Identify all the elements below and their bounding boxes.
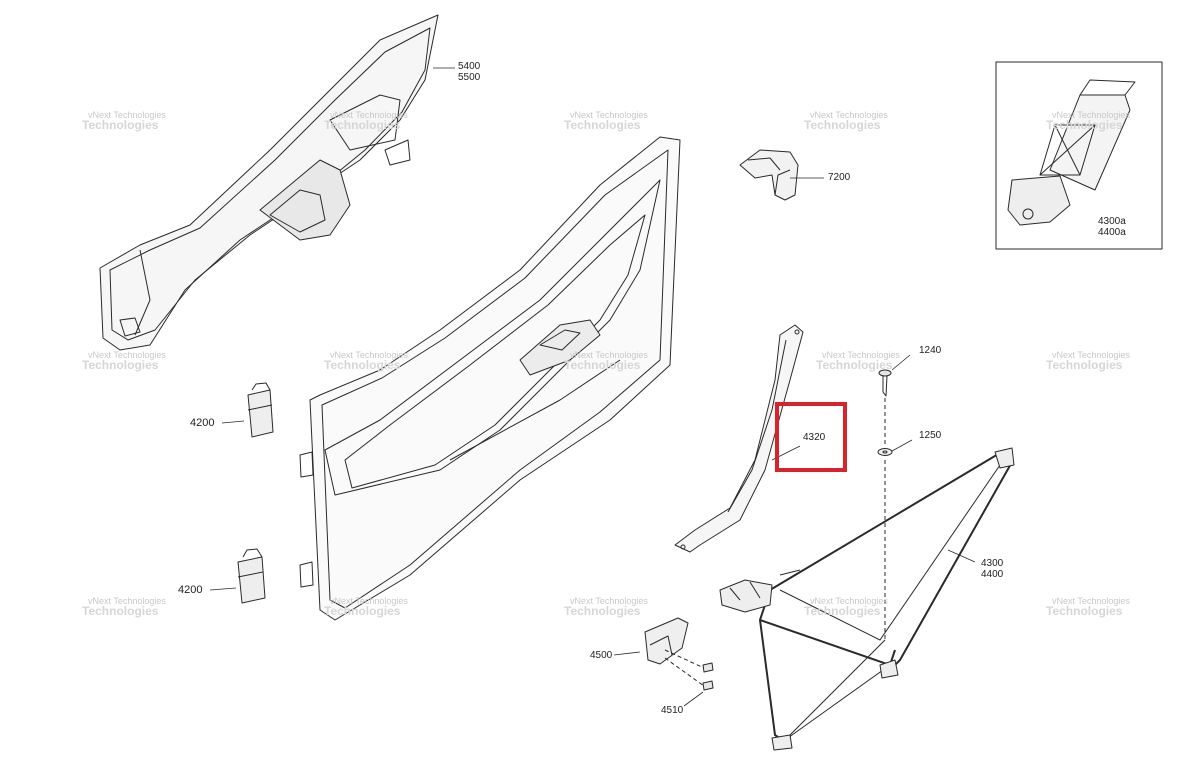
callout-1250[interactable]: 1250 bbox=[919, 430, 942, 441]
screw-part bbox=[878, 369, 892, 397]
callout-4200-lower[interactable]: 4200 bbox=[178, 584, 203, 596]
bolt-parts bbox=[664, 649, 714, 691]
callout-4300a[interactable]: 4300a bbox=[1098, 216, 1126, 227]
callout-4200-upper[interactable]: 4200 bbox=[190, 417, 215, 429]
callout-7200[interactable]: 7200 bbox=[828, 172, 851, 183]
net-frame-part bbox=[719, 447, 1015, 751]
bracket-part bbox=[644, 617, 689, 665]
callout-4510[interactable]: 4510 bbox=[661, 705, 684, 716]
callout-5500[interactable]: 5500 bbox=[458, 72, 481, 83]
hinge-part-lower bbox=[237, 548, 266, 604]
callout-4320[interactable]: 4320 bbox=[803, 432, 826, 443]
callout-1240[interactable]: 1240 bbox=[919, 345, 942, 356]
callout-4300[interactable]: 4300 bbox=[981, 558, 1004, 569]
door-panel-part bbox=[299, 136, 681, 621]
highlight-box bbox=[775, 402, 847, 472]
callout-4500[interactable]: 4500 bbox=[590, 650, 613, 661]
inset-box bbox=[995, 61, 1163, 250]
washer-part bbox=[877, 448, 893, 456]
callout-5400[interactable]: 5400 bbox=[458, 61, 481, 72]
inner-panel-part bbox=[99, 14, 439, 351]
callout-4400a[interactable]: 4400a bbox=[1098, 227, 1126, 238]
hinge-part-upper bbox=[247, 382, 274, 438]
clip-part bbox=[739, 149, 799, 201]
callout-4400[interactable]: 4400 bbox=[981, 569, 1004, 580]
strap-part bbox=[674, 324, 804, 553]
